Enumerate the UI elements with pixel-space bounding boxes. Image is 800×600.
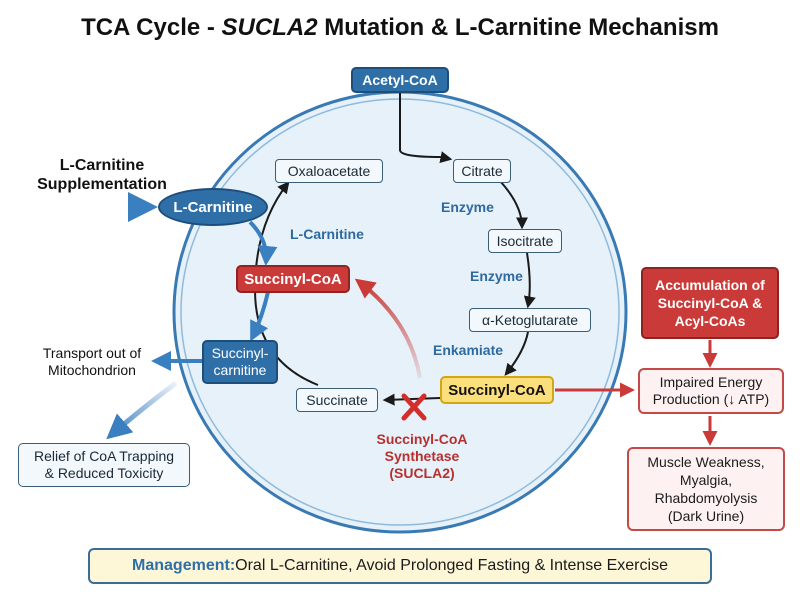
impaired-line-2: Production (↓ ATP) xyxy=(652,391,770,407)
l-carnitine-node: L-Carnitine xyxy=(158,188,268,226)
acetyl-coa-box: Acetyl-CoA xyxy=(351,67,449,93)
transport-line-1: Transport out of xyxy=(42,345,142,361)
accumulation-line-1: Accumulation of xyxy=(655,277,765,293)
accumulation-line-2: Succinyl-CoA & xyxy=(657,295,763,311)
title-gene: SUCLA2 xyxy=(221,14,318,41)
arrow-succinylcoa-to-succinate xyxy=(382,393,441,406)
arrow-isocitrate-to-akg xyxy=(523,252,536,309)
succinylcarnitine-line-1: Succinyl- xyxy=(211,345,269,361)
citrate-label: Citrate xyxy=(461,162,503,179)
acetyl-coa-label: Acetyl-CoA xyxy=(362,71,438,88)
transport-label: Transport out of Mitochondrion xyxy=(24,345,160,379)
succinyl-coa-red-box: Succinyl-CoA xyxy=(236,265,350,293)
transport-line-2: Mitochondrion xyxy=(48,362,136,378)
l-carnitine-arrow-label: L-Carnitine xyxy=(290,226,364,242)
arrow-lcarnitine-to-succinylcoa xyxy=(248,220,278,266)
succinate-box: Succinate xyxy=(296,388,378,412)
alpha-ketoglutarate-label: α-Ketoglutarate xyxy=(481,311,579,328)
muscle-line-2: Myalgia, xyxy=(679,472,733,488)
arrow-relief xyxy=(106,381,178,440)
supplementation-line-2: Supplementation xyxy=(37,176,167,193)
sucla2-block-mark xyxy=(401,393,427,421)
accumulation-box: Accumulation of Succinyl-CoA & Acyl-CoAs xyxy=(641,267,779,339)
supplementation-label: L-Carnitine Supplementation xyxy=(22,156,182,194)
citrate-box: Citrate xyxy=(453,159,511,183)
isocitrate-label: Isocitrate xyxy=(496,232,554,249)
muscle-line-4: (Dark Urine) xyxy=(667,508,745,524)
enzyme-label-1: Enzyme xyxy=(441,199,494,215)
arrow-succinylcoa-accumulation xyxy=(354,278,422,379)
isocitrate-box: Isocitrate xyxy=(488,229,562,253)
succinylcarnitine-box: Succinyl- carnitine xyxy=(202,340,278,384)
relief-line-1: Relief of CoA Trapping xyxy=(33,448,175,464)
impaired-line-1: Impaired Energy xyxy=(659,374,763,390)
page-title: TCA Cycle - SUCLA2 Mutation & L-Carnitin… xyxy=(0,14,800,42)
title-suffix: Mutation & L-Carnitine Mechanism xyxy=(317,14,719,41)
muscle-weakness-box: Muscle Weakness, Myalgia, Rhabdomyolysis… xyxy=(627,447,785,531)
arrow-citrate-to-isocitrate xyxy=(499,180,528,230)
sucla2-line-3: (SUCLA2) xyxy=(389,465,455,481)
oxaloacetate-label: Oxaloacetate xyxy=(287,162,371,179)
l-carnitine-node-label: L-Carnitine xyxy=(173,198,253,216)
management-banner: Management: Oral L-Carnitine, Avoid Prol… xyxy=(88,548,712,584)
relief-line-2: & Reduced Toxicity xyxy=(44,465,164,481)
succinyl-coa-red-label: Succinyl-CoA xyxy=(244,270,342,288)
succinylcarnitine-line-2: carnitine xyxy=(213,362,267,378)
relief-box: Relief of CoA Trapping & Reduced Toxicit… xyxy=(18,443,190,487)
muscle-line-1: Muscle Weakness, xyxy=(647,454,765,470)
arrow-akg-to-succinylcoa xyxy=(504,331,529,376)
accumulation-line-3: Acyl-CoAs xyxy=(674,313,746,329)
management-heading: Management: xyxy=(132,557,236,574)
title-prefix: TCA Cycle - xyxy=(81,14,222,41)
succinyl-coa-box: Succinyl-CoA xyxy=(440,376,554,404)
muscle-line-3: Rhabdomyolysis xyxy=(654,490,758,506)
enzyme-label-3: Enkamiate xyxy=(433,342,504,358)
sucla2-line-2: Synthetase xyxy=(384,448,460,464)
management-text: Oral L-Carnitine, Avoid Prolonged Fastin… xyxy=(235,557,668,574)
supplementation-line-1: L-Carnitine xyxy=(59,157,145,174)
alpha-ketoglutarate-box: α-Ketoglutarate xyxy=(469,308,591,332)
sucla2-label: Succinyl-CoA Synthetase (SUCLA2) xyxy=(344,431,500,482)
succinate-label: Succinate xyxy=(306,391,368,408)
succinyl-coa-label: Succinyl-CoA xyxy=(448,381,546,399)
enzyme-label-2: Enzyme xyxy=(470,268,523,284)
sucla2-line-1: Succinyl-CoA xyxy=(376,431,468,447)
arrow-succinylcoa-to-succinylcarnitine xyxy=(250,291,270,342)
impaired-energy-box: Impaired Energy Production (↓ ATP) xyxy=(638,368,784,414)
oxaloacetate-box: Oxaloacetate xyxy=(275,159,383,183)
arrow-acetyl-to-citrate xyxy=(399,92,453,164)
